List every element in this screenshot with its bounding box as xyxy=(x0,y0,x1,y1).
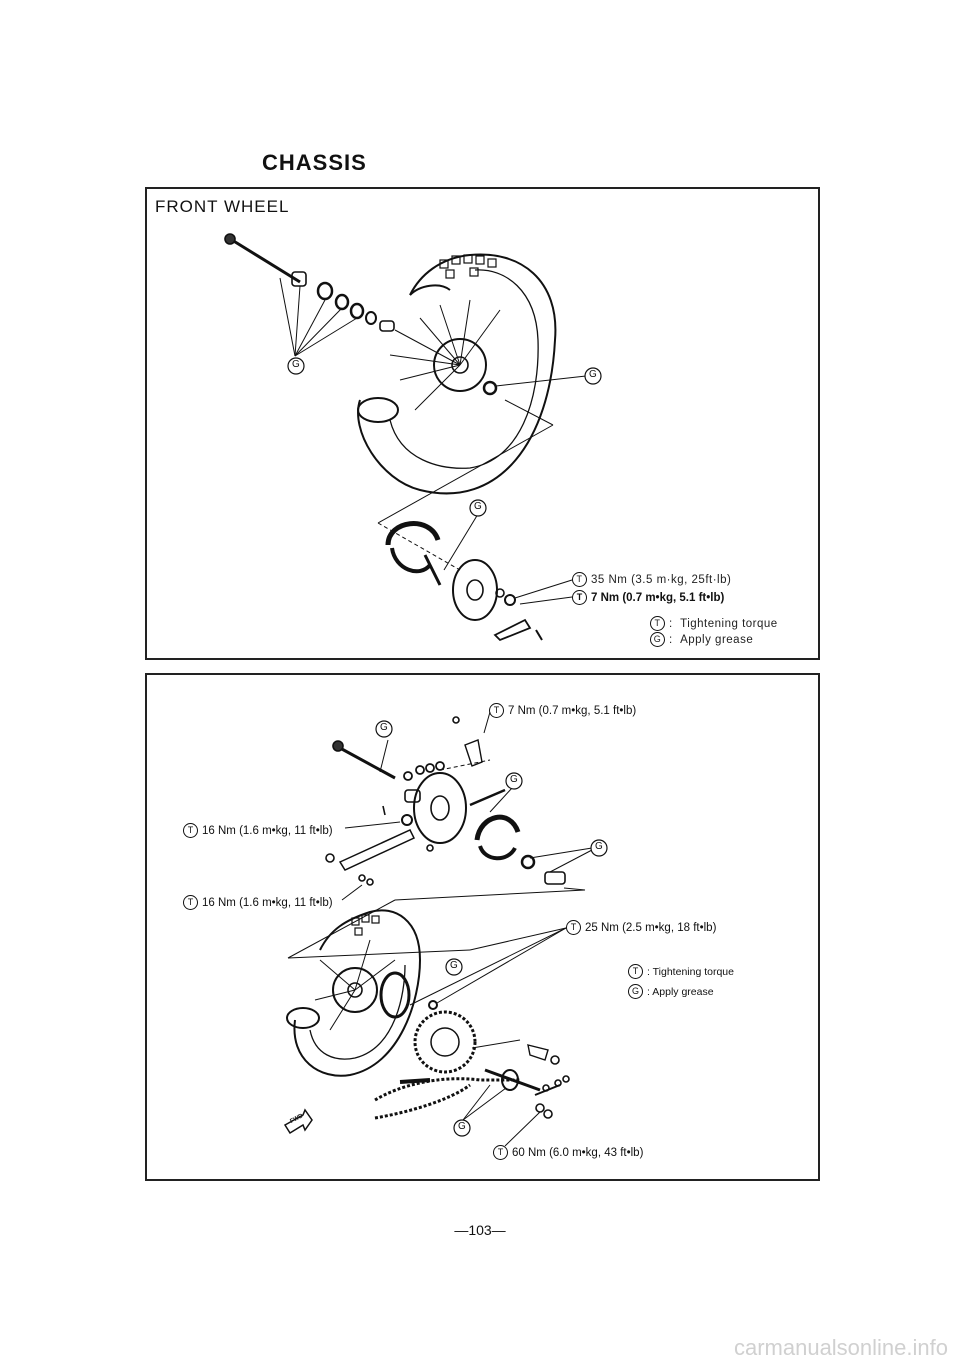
rear-grease-label-2: G xyxy=(510,774,518,785)
torque-symbol-icon: T xyxy=(566,920,581,935)
fwd-arrow xyxy=(283,1108,313,1135)
rear-grease-label-3: G xyxy=(595,841,603,852)
torque-symbol-icon: T xyxy=(572,572,587,587)
front-legend-torque: T : Tightening torque xyxy=(650,616,778,631)
front-grease-label-1: G xyxy=(292,359,300,370)
rear-torque-spec-arm-lower: T 16 Nm (1.6 m•kg, 11 ft•lb) xyxy=(183,895,333,910)
front-legend-grease: G : Apply grease xyxy=(650,632,753,647)
bearing-1 xyxy=(334,293,350,311)
rear-torque-spec-axle-nut: T 25 Nm (2.5 m•kg, 18 ft•lb) xyxy=(566,920,716,935)
front-axle xyxy=(231,238,301,284)
rear-sprocket xyxy=(413,1010,477,1074)
front-tire xyxy=(357,253,557,495)
page-number: —103— xyxy=(454,1222,506,1238)
torque-symbol-icon: T xyxy=(489,703,504,718)
rear-torque-spec-top: T 7 Nm (0.7 m•kg, 5.1 ft•lb) xyxy=(489,703,636,718)
front-hub xyxy=(433,338,487,392)
section-heading: CHASSIS xyxy=(262,150,367,175)
rear-torque-spec-arm-upper: T 16 Nm (1.6 m•kg, 11 ft•lb) xyxy=(183,823,333,838)
torque-symbol-icon: T xyxy=(183,895,198,910)
front-grease-markers xyxy=(287,357,602,517)
front-torque-spec-2: T 7 Nm (0.7 m•kg, 5.1 ft•lb) xyxy=(572,590,724,605)
front-grease-label-3: G xyxy=(474,501,482,512)
rear-torque-spec-sprocket: T 60 Nm (6.0 m•kg, 43 ft•lb) xyxy=(493,1145,643,1160)
grease-symbol-icon: G xyxy=(628,984,643,999)
torque-symbol-icon: T xyxy=(493,1145,508,1160)
grease-symbol-icon: G xyxy=(650,632,665,647)
front-collar xyxy=(291,271,307,287)
rear-grease-label-1: G xyxy=(380,722,388,733)
bearing-3 xyxy=(365,311,377,325)
torque-symbol-icon: T xyxy=(650,616,665,631)
oil-seal xyxy=(316,281,334,301)
rear-brake-plate xyxy=(413,772,467,844)
clutch-hub xyxy=(379,971,411,1019)
torque-symbol-icon: T xyxy=(572,590,587,605)
front-wheel-title: FRONT WHEEL xyxy=(155,197,290,216)
rear-legend-torque: T : Tightening torque xyxy=(628,964,734,979)
front-wheel-panel: FRONT WHEEL xyxy=(145,187,820,660)
axle-head xyxy=(224,233,236,245)
rear-axle xyxy=(339,746,396,780)
front-rim xyxy=(389,269,539,469)
torque-symbol-icon: T xyxy=(628,964,643,979)
rear-hub xyxy=(332,967,378,1013)
rear-grease-markers xyxy=(375,720,608,1137)
front-grease-label-2: G xyxy=(589,369,597,380)
rear-grease-label-4: G xyxy=(450,960,458,971)
torque-symbol-icon: T xyxy=(183,823,198,838)
spacer xyxy=(379,320,395,332)
bearing-2 xyxy=(349,302,365,320)
front-torque-spec-1: T 35 Nm (3.5 m·kg, 25ft·lb) xyxy=(572,572,731,587)
rear-grease-label-5: G xyxy=(458,1121,466,1132)
watermark: carmanualsonline.info xyxy=(733,1335,948,1360)
rear-tire xyxy=(293,909,422,1077)
rear-wheel-panel xyxy=(145,673,820,1181)
torque-arm xyxy=(338,829,416,871)
rear-legend-grease: G : Apply grease xyxy=(628,984,714,999)
front-brake-plate xyxy=(452,559,498,621)
